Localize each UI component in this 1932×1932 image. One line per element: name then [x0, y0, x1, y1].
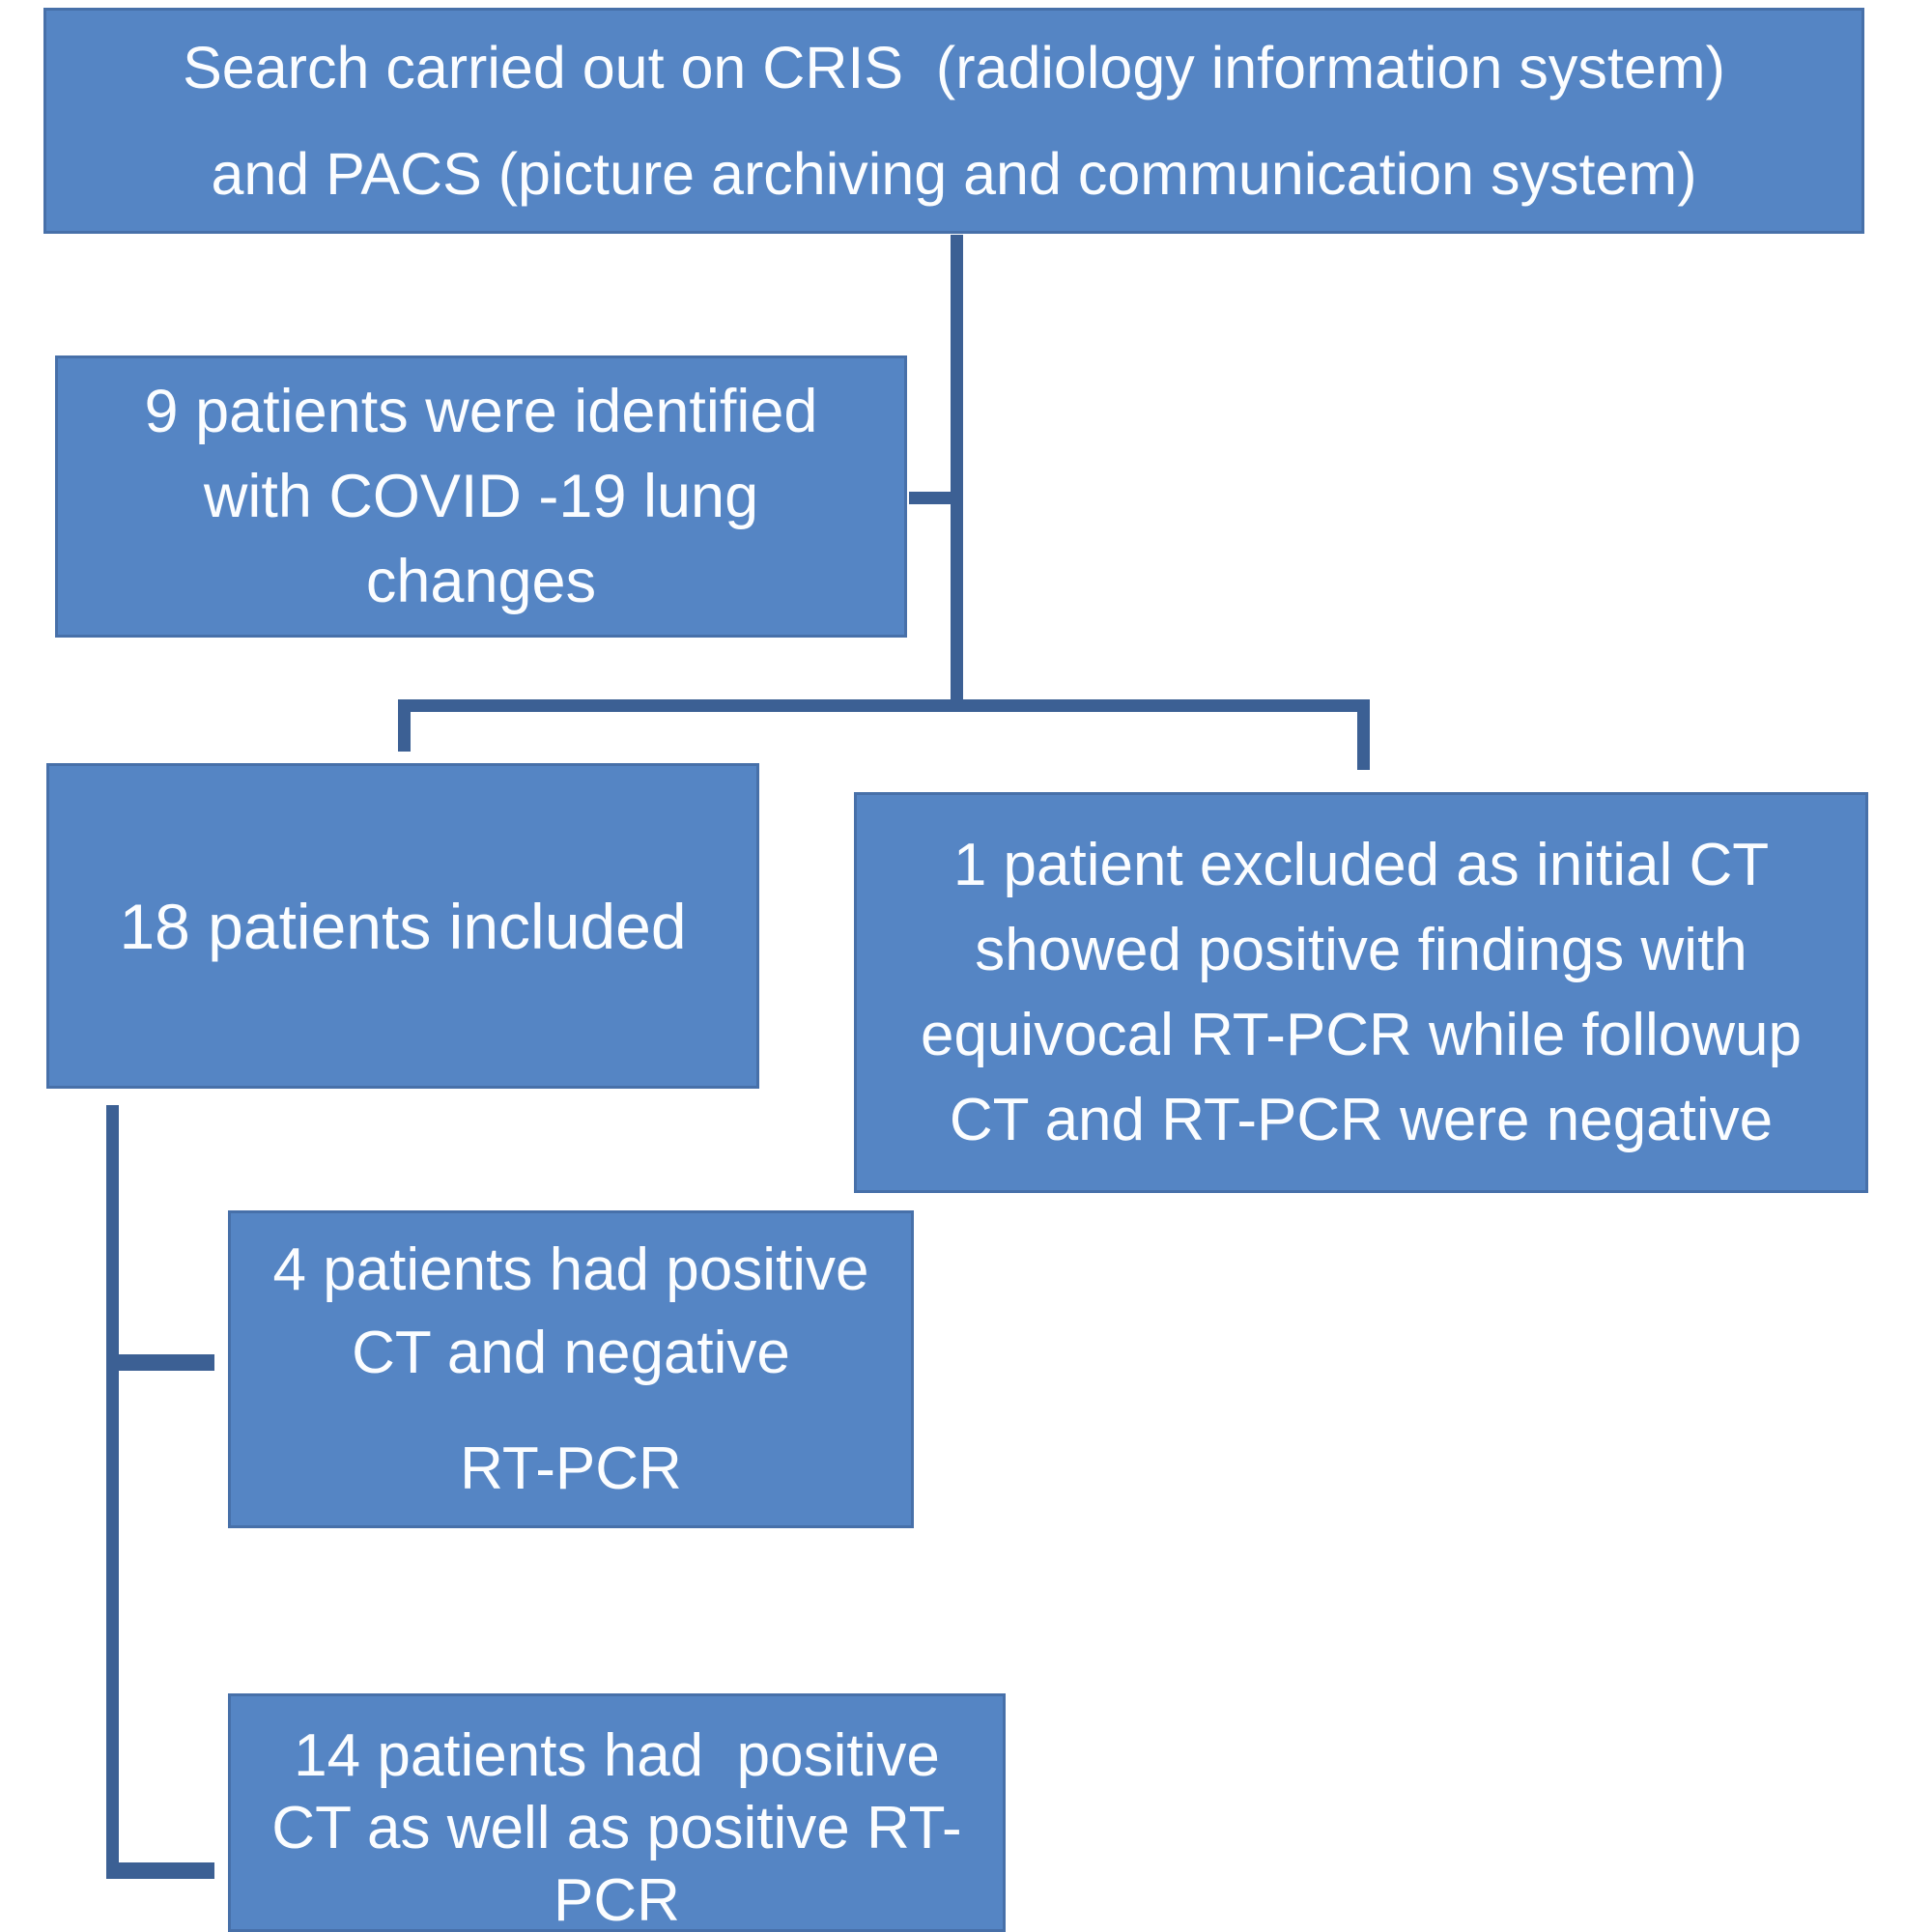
connector-split-left-stub: [398, 699, 411, 752]
box-search-cris-pacs: Search carried out on CRIS (radiology in…: [43, 8, 1864, 234]
box-excluded-line-1: 1 patient excluded as initial CT: [952, 831, 1770, 898]
box-patient-excluded: 1 patient excluded as initial CT showed …: [854, 792, 1868, 1193]
connector-split-horizontal: [398, 699, 1370, 712]
box-excluded-line-4: CT and RT-PCR were negative: [949, 1086, 1774, 1153]
box-identified-line-2: with COVID -19 lung: [203, 463, 759, 530]
connector-split-right-stub: [1357, 699, 1370, 770]
box-ct-pos-pcr-pos-line-2: CT as well as positive RT-: [271, 1795, 962, 1861]
box-search-line-2: and PACS (picture archiving and communic…: [211, 141, 1697, 207]
connector-branch-to-ct-pos-pcr-neg: [106, 1354, 214, 1371]
box-ct-pos-pcr-neg-line-1: 4 patients had positive: [272, 1236, 869, 1303]
connector-branch-to-ct-pos-pcr-pos: [106, 1862, 214, 1879]
connector-search-to-split-vertical: [951, 235, 963, 712]
box-ct-pos-pcr-pos-line-3: PCR: [554, 1867, 680, 1932]
box-excluded-line-2: showed positive findings with: [975, 916, 1747, 983]
box-positive-ct-positive-rtpcr: 14 patients had positive CT as well as p…: [228, 1693, 1006, 1932]
box-ct-pos-pcr-pos-line-1: 14 patients had positive: [294, 1722, 940, 1789]
box-search-line-1: Search carried out on CRIS (radiology in…: [183, 35, 1725, 100]
box-identified-line-1: 9 patients were identified: [144, 378, 818, 445]
box-patients-included: 18 patients included: [46, 763, 759, 1089]
box-ct-pos-pcr-neg-line-2: CT and negative: [352, 1320, 790, 1386]
box-ct-pos-pcr-neg-line-3: RT-PCR: [460, 1435, 682, 1502]
box-identified-line-3: changes: [365, 548, 597, 615]
box-included-line-1: 18 patients included: [119, 890, 687, 962]
connector-identified-branch-dash: [909, 492, 963, 504]
box-excluded-line-3: equivocal RT-PCR while followup: [920, 1001, 1803, 1068]
box-positive-ct-negative-rtpcr: 4 patients had positive CT and negative …: [228, 1210, 914, 1528]
box-patients-identified: 9 patients were identified with COVID -1…: [55, 355, 907, 638]
connector-included-down-vertical: [106, 1105, 119, 1879]
